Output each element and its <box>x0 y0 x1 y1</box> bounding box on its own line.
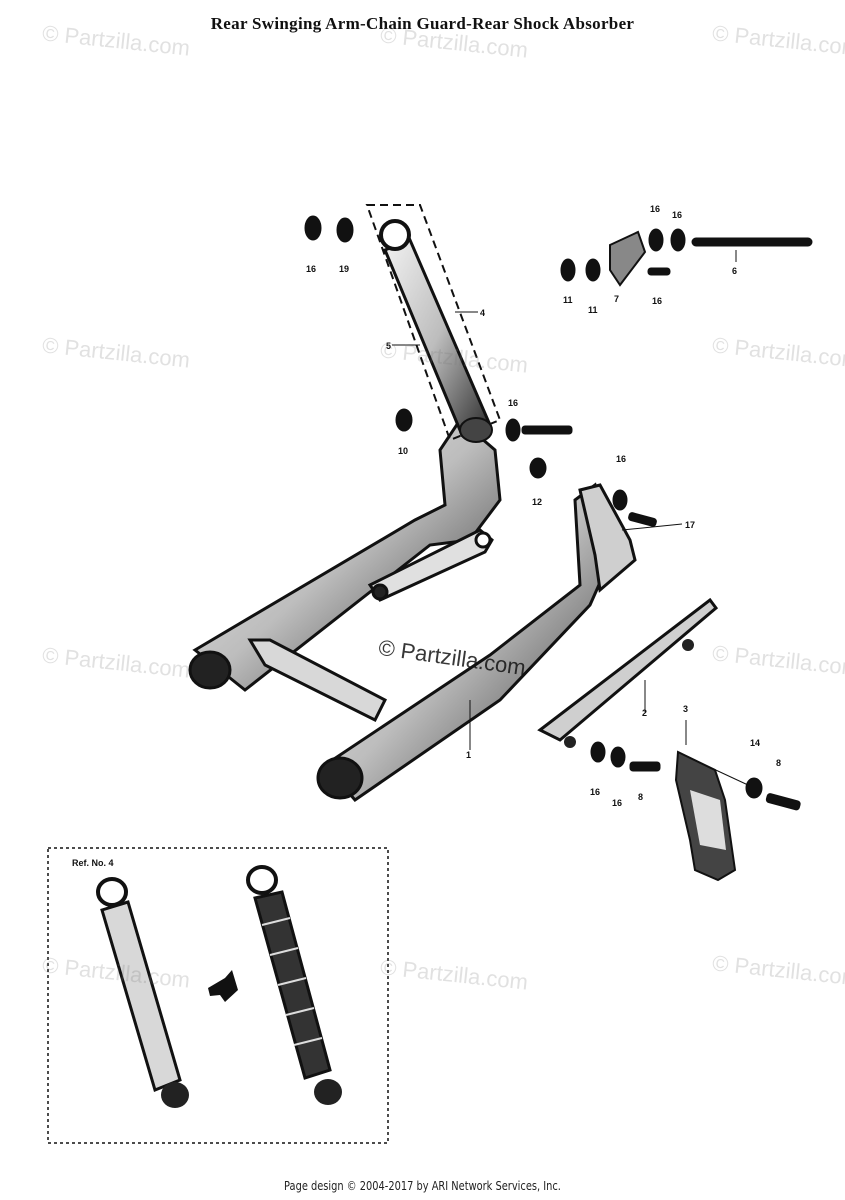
page-title: Rear Swinging Arm-Chain Guard-Rear Shock… <box>210 14 635 33</box>
callout-3: 3 <box>683 704 688 714</box>
callout-16: 16 <box>508 398 518 408</box>
callout-1: 1 <box>466 750 471 760</box>
callout-5: 5 <box>386 341 391 351</box>
callout-16: 16 <box>590 787 600 797</box>
callout-16: 10 <box>398 446 408 456</box>
callout-16: 16 <box>652 296 662 306</box>
callout-8: 8 <box>638 792 643 802</box>
leader-lines <box>392 250 749 786</box>
callout-7: 7 <box>614 294 619 304</box>
callout-12: 12 <box>532 497 542 507</box>
callout-14: 14 <box>750 738 760 748</box>
arrow-icon <box>208 970 238 1002</box>
inset-shock-variants: Ref. No. 4 <box>47 847 389 1144</box>
copyright-footer: Page design © 2004-2017 by ARI Network S… <box>284 1179 561 1193</box>
inset-label: Ref. No. 4 <box>72 858 114 868</box>
callout-6: 6 <box>732 266 737 276</box>
callout-16: 16 <box>612 798 622 808</box>
swing-arm <box>188 417 637 803</box>
callout-numbers: 16 19 4 5 10 16 12 16 17 1 2 3 16 16 11 … <box>306 204 781 808</box>
callout-16: 16 <box>650 204 660 214</box>
callout-4: 4 <box>480 308 485 318</box>
callout-8: 8 <box>776 758 781 768</box>
chain-guard <box>537 597 719 748</box>
callout-16: 16 <box>306 264 316 274</box>
chain-guard-bracket <box>674 750 737 882</box>
callout-19: 19 <box>339 264 349 274</box>
callout-11: 11 <box>563 295 573 305</box>
callout-11: 11 <box>588 305 598 315</box>
rear-shock-absorber <box>365 204 502 443</box>
shock-plain <box>96 877 189 1108</box>
shock-spring <box>246 865 342 1105</box>
callout-16: 16 <box>616 454 626 464</box>
callout-16: 16 <box>672 210 682 220</box>
hardware <box>304 215 813 811</box>
callout-2: 2 <box>642 708 647 718</box>
callout-17: 17 <box>685 520 695 530</box>
